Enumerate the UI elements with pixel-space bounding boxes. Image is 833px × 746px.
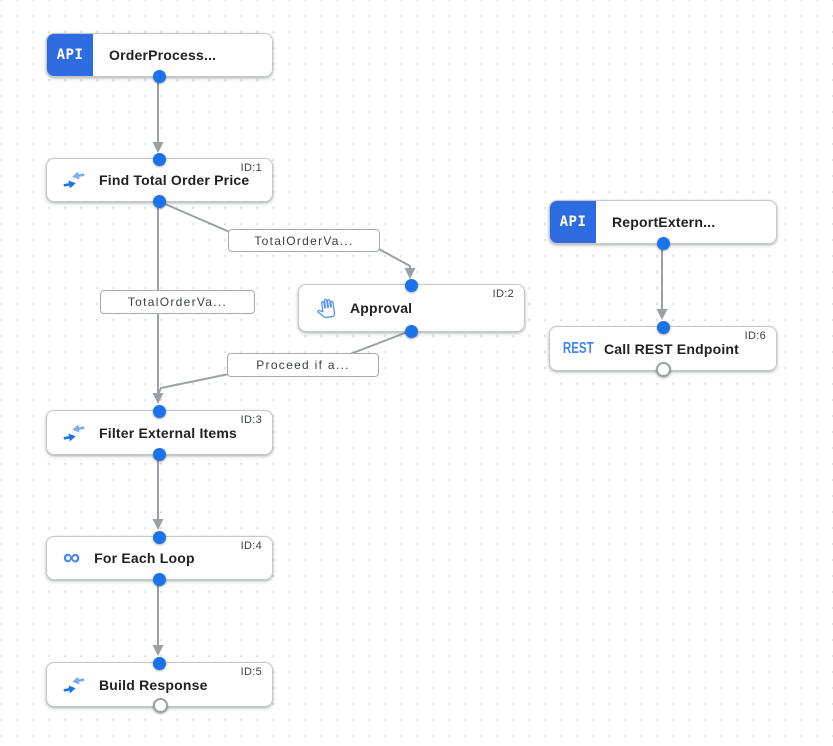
data-mapping-icon [63, 171, 85, 189]
edge-label-approval-to-filter[interactable]: Proceed if a... [227, 353, 379, 377]
node-id-badge: ID:1 [240, 162, 262, 174]
node-id-badge: ID:4 [240, 540, 262, 552]
node-id-badge: ID:5 [240, 666, 262, 678]
hand-icon [315, 298, 336, 319]
input-port[interactable] [656, 320, 670, 334]
node-title: Find Total Order Price [99, 172, 250, 188]
node-title: OrderProcess... [109, 47, 217, 63]
input-port[interactable] [153, 152, 166, 166]
input-port[interactable] [153, 530, 166, 544]
infinity-icon: ∞ [63, 544, 81, 571]
node-title: Approval [350, 300, 413, 316]
node-id-badge: ID:3 [240, 414, 262, 426]
node-title: ReportExtern... [612, 214, 716, 230]
node-approval[interactable]: ID:2 Approval [298, 278, 525, 338]
edge-label-find-to-filter[interactable]: TotalOrderVa... [100, 290, 255, 314]
input-port[interactable] [405, 278, 418, 292]
node-build-response[interactable]: ID:5 Build Response [46, 656, 273, 713]
node-order-process-trigger[interactable]: API OrderProcess... [46, 33, 273, 83]
output-port[interactable] [656, 236, 670, 250]
node-title: Build Response [99, 676, 208, 693]
node-for-each-loop[interactable]: ID:4 ∞ For Each Loop [46, 530, 273, 586]
node-id-badge: ID:2 [492, 288, 514, 300]
node-filter-external-items[interactable]: ID:3 Filter External Items [46, 404, 273, 461]
data-mapping-icon [63, 424, 85, 442]
node-find-total-order-price[interactable]: ID:1 Find Total Order Price [46, 152, 273, 208]
output-port[interactable] [153, 447, 166, 461]
output-port[interactable] [656, 361, 671, 377]
data-mapping-icon [63, 676, 85, 694]
output-port[interactable] [152, 697, 168, 713]
input-port[interactable] [153, 404, 166, 418]
output-port[interactable] [153, 194, 166, 208]
output-port[interactable] [405, 324, 418, 338]
edge-label-find-to-approval[interactable]: TotalOrderVa... [228, 229, 380, 252]
node-call-rest-endpoint[interactable]: ID:6 REST Call REST Endpoint [549, 320, 777, 377]
node-report-extern-trigger[interactable]: API ReportExtern... [549, 200, 777, 250]
output-port[interactable] [153, 69, 166, 83]
input-port[interactable] [153, 656, 166, 670]
node-title: For Each Loop [94, 550, 195, 566]
node-title: Filter External Items [99, 424, 238, 441]
rest-icon: REST [562, 339, 594, 357]
api-trigger-badge: API [47, 34, 93, 76]
node-title: Call REST Endpoint [604, 340, 740, 357]
api-trigger-badge: API [550, 201, 596, 243]
output-port[interactable] [153, 572, 166, 586]
node-id-badge: ID:6 [744, 330, 766, 342]
